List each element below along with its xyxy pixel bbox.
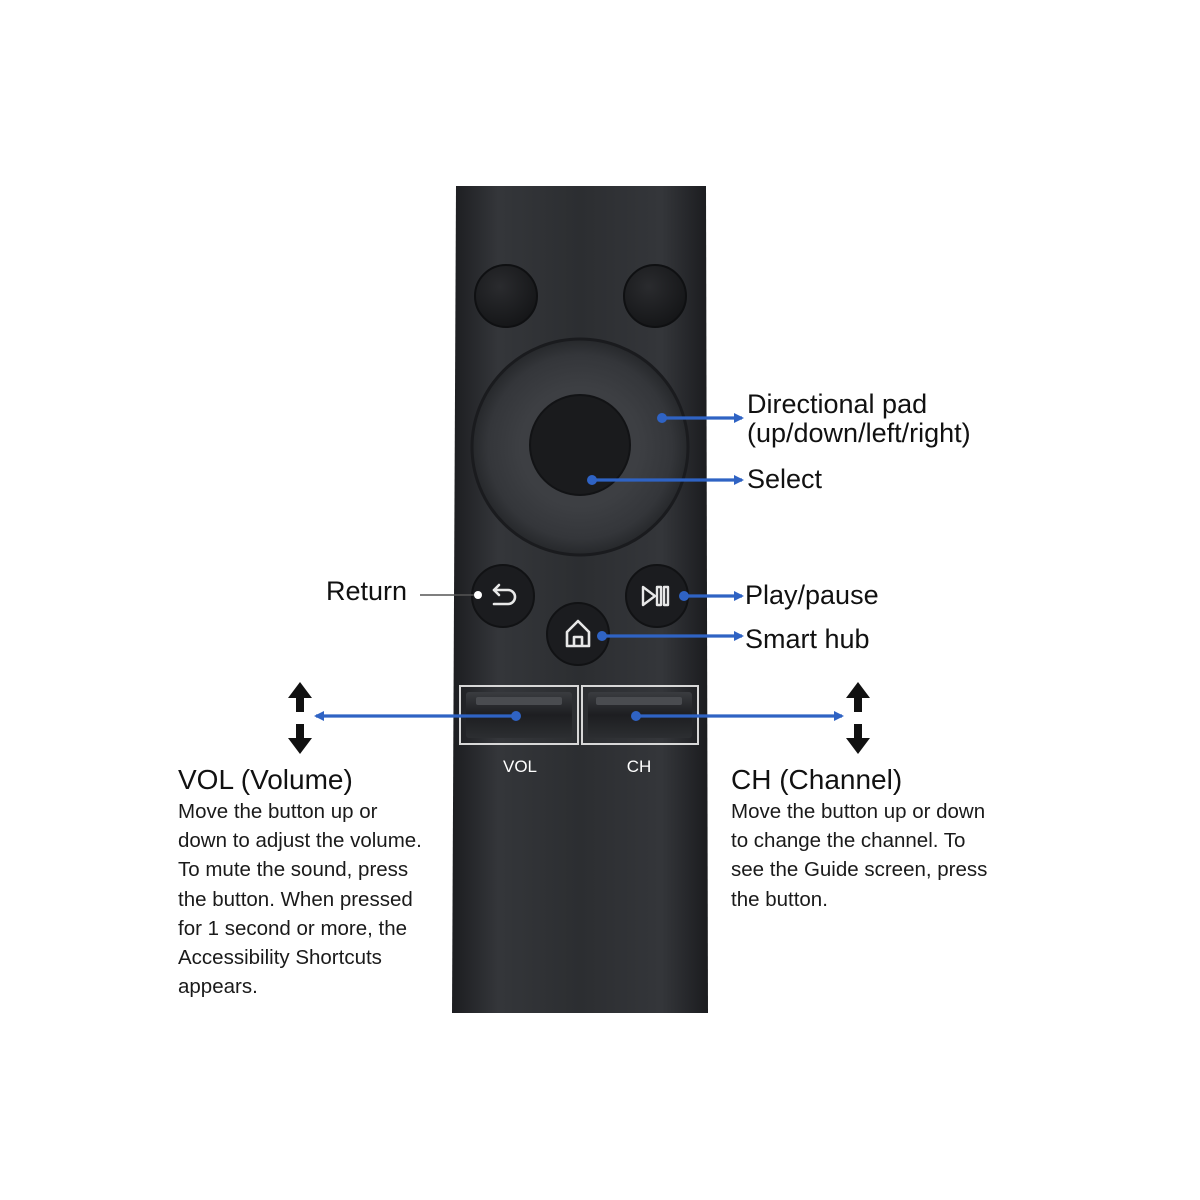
ch-heading: CH (Channel) [731,764,903,795]
up-down-arrow-icon [288,682,312,754]
vol-label: VOL [503,757,537,776]
up-down-arrow-icon [846,682,870,754]
vol-heading: VOL (Volume) [178,764,353,795]
smart-hub-button[interactable] [546,602,610,666]
top-left-button[interactable] [474,264,538,328]
ch-description: Move the button up or down to change the… [731,800,988,911]
ch-label: CH [627,757,652,776]
select-label: Select [747,464,823,494]
directional-pad-label: Directional pad (up/down/left/right) [747,389,971,448]
smart-hub-label: Smart hub [745,624,870,654]
return-label: Return [326,576,408,606]
return-icon [492,583,517,606]
return-button[interactable] [471,564,535,628]
vol-description: Move the button up or down to adjust the… [178,800,422,999]
home-icon [565,619,591,648]
top-right-button[interactable] [623,264,687,328]
play-pause-button[interactable] [625,564,689,628]
select-button[interactable] [529,394,631,496]
play-pause-icon [641,585,670,607]
play-pause-label: Play/pause [745,580,879,610]
